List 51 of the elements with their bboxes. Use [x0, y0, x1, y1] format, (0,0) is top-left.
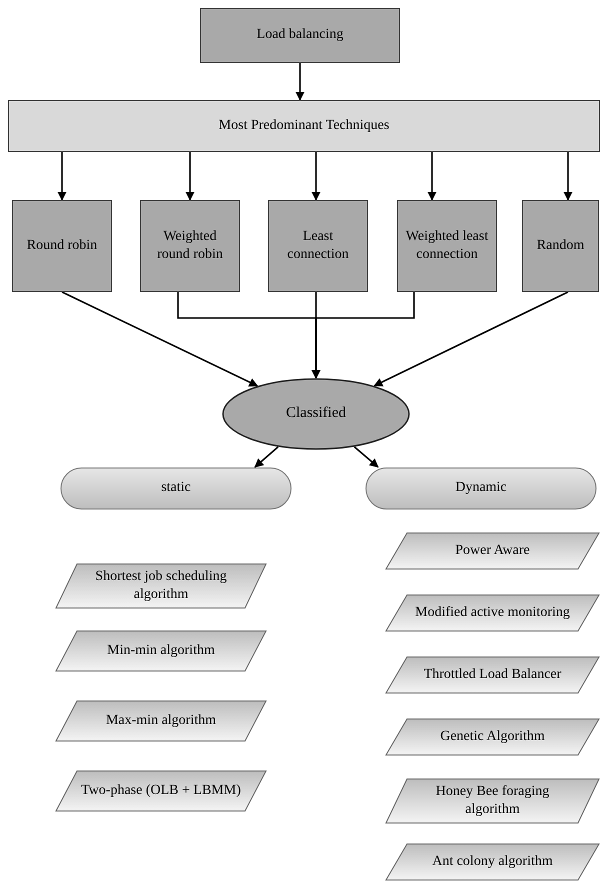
arrow	[312, 292, 415, 379]
node-label: Classified	[286, 404, 346, 424]
algorithm-parallelogram	[55, 700, 267, 742]
node-label: Least connection	[286, 228, 350, 264]
arrow	[254, 446, 279, 468]
process-box	[140, 200, 240, 292]
algorithm-parallelogram	[385, 718, 600, 756]
algorithm-parallelogram	[385, 843, 600, 881]
algorithm-parallelogram	[385, 532, 600, 570]
process-box	[268, 200, 368, 292]
category-pill	[60, 467, 292, 510]
process-box	[397, 200, 497, 292]
node-label: Weighted round robin	[156, 228, 224, 264]
node-label: Power Aware	[455, 542, 530, 560]
node-label: Shortest job scheduling algorithm	[94, 568, 228, 604]
category-pill	[365, 467, 597, 510]
arrow	[58, 152, 66, 201]
arrow	[296, 63, 304, 101]
process-box	[200, 8, 400, 63]
node-label: Weighted least connection	[404, 228, 490, 264]
node-label: Throttled Load Balancer	[424, 666, 562, 684]
node-label: Round robin	[26, 236, 98, 255]
arrow	[564, 152, 572, 201]
node-label: Dynamic	[455, 479, 507, 498]
node-label: Honey Bee foraging algorithm	[434, 782, 550, 819]
algorithm-parallelogram	[385, 778, 600, 824]
node-label: Load balancing	[256, 26, 344, 44]
node-label: Most Predominant Techniques	[218, 116, 390, 135]
node-label: Max-min algorithm	[106, 712, 216, 730]
node-label: Genetic Algorithm	[440, 728, 545, 746]
node-label: Ant colony algorithm	[432, 852, 553, 871]
node-label: Two-phase (OLB + LBMM)	[81, 782, 241, 800]
arrow	[354, 446, 379, 468]
algorithm-parallelogram	[55, 770, 267, 812]
node-label: Min-min algorithm	[107, 642, 215, 660]
arrow	[374, 291, 568, 387]
process-box	[522, 200, 599, 292]
algorithm-parallelogram	[385, 656, 600, 694]
algorithm-parallelogram	[385, 594, 600, 632]
node-label: static	[161, 479, 191, 498]
node-label: Modified active monitoring	[415, 604, 570, 622]
process-box	[12, 200, 112, 292]
arrow	[62, 291, 258, 387]
node-label: Random	[536, 236, 584, 255]
arrow	[186, 152, 194, 201]
arrow	[312, 152, 320, 201]
algorithm-parallelogram	[55, 630, 267, 672]
arrow	[428, 152, 436, 201]
classified-ellipse	[222, 378, 410, 450]
process-box	[8, 100, 600, 152]
algorithm-parallelogram	[55, 563, 267, 609]
